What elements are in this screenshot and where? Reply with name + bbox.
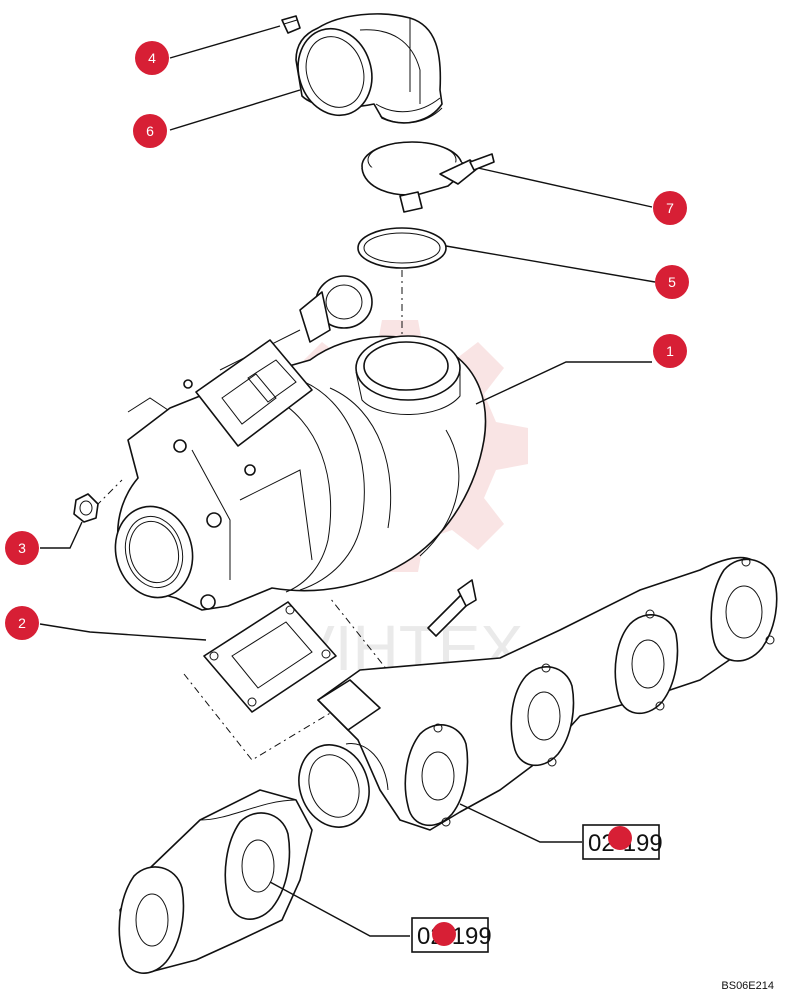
reference-box-1[interactable]: 02-199 [582,824,663,860]
reference-box-2-marker [432,922,456,946]
callout-4-label: 4 [148,50,156,66]
callout-2-label: 2 [18,615,26,631]
callout-1-label: 1 [666,343,674,359]
leader-lines [39,25,656,937]
plug-part [281,15,301,34]
seal-ring-part [357,227,447,269]
leader-2 [39,623,207,641]
clamp-part [361,141,495,213]
nut-axis [95,479,123,507]
nut-part [73,493,99,523]
callout-1[interactable]: 1 [653,334,687,368]
reference-box-2[interactable]: 02-199 [411,917,492,953]
callout-7[interactable]: 7 [653,191,687,225]
leader-4 [169,25,281,59]
leader-6 [169,89,301,131]
callout-3[interactable]: 3 [5,531,39,565]
callout-6-label: 6 [146,123,154,139]
callout-5-label: 5 [668,274,676,290]
callout-2[interactable]: 2 [5,606,39,640]
leader-3 [40,521,83,549]
leader-5 [445,245,656,283]
callout-4[interactable]: 4 [135,41,169,75]
callout-6[interactable]: 6 [133,114,167,148]
figure-code: BS06E214 [721,980,774,992]
assembly-axis-lower [183,597,393,761]
callout-7-label: 7 [666,200,674,216]
leader-1 [475,361,652,405]
callout-5[interactable]: 5 [655,265,689,299]
gasket-part [203,601,337,713]
leader-7 [477,167,653,208]
elbow-part [295,13,443,124]
exhaust-manifold-rear-part [118,789,313,974]
exhaust-manifold-part [298,556,778,831]
leader-ref-1 [459,803,582,843]
leader-ref-2 [269,881,410,937]
callout-3-label: 3 [18,540,26,556]
turbocharger-part [114,275,487,611]
reference-box-1-marker [608,826,632,850]
